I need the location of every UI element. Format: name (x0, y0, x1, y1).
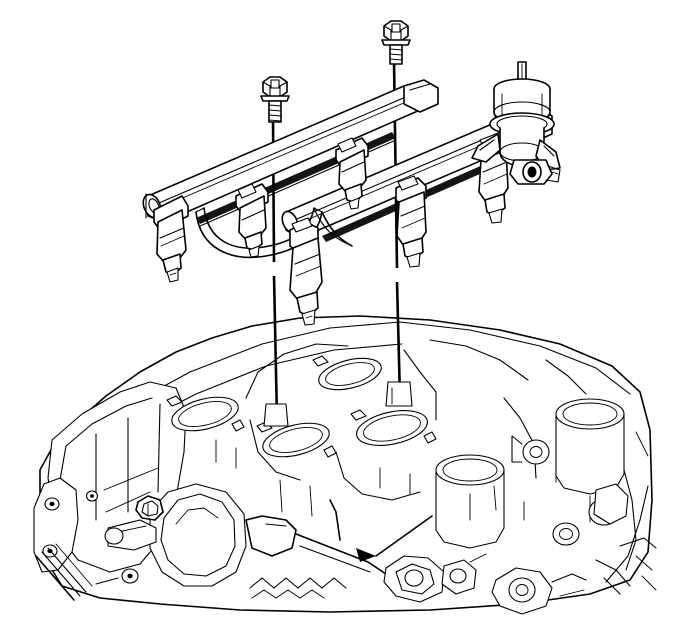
fuel-injector (235, 183, 269, 258)
fuel-injector (153, 195, 189, 283)
fuel-rail-bolt (260, 76, 290, 123)
fuel-injector (289, 221, 323, 326)
fuel-injector (335, 137, 369, 210)
fuel-rail-assembly (142, 20, 561, 326)
fuel-pressure-regulator (471, 61, 561, 185)
fuel-rail-rear-tube (142, 79, 439, 223)
fuel-rail-bolt (381, 20, 411, 65)
engine-block-group (33, 315, 657, 615)
